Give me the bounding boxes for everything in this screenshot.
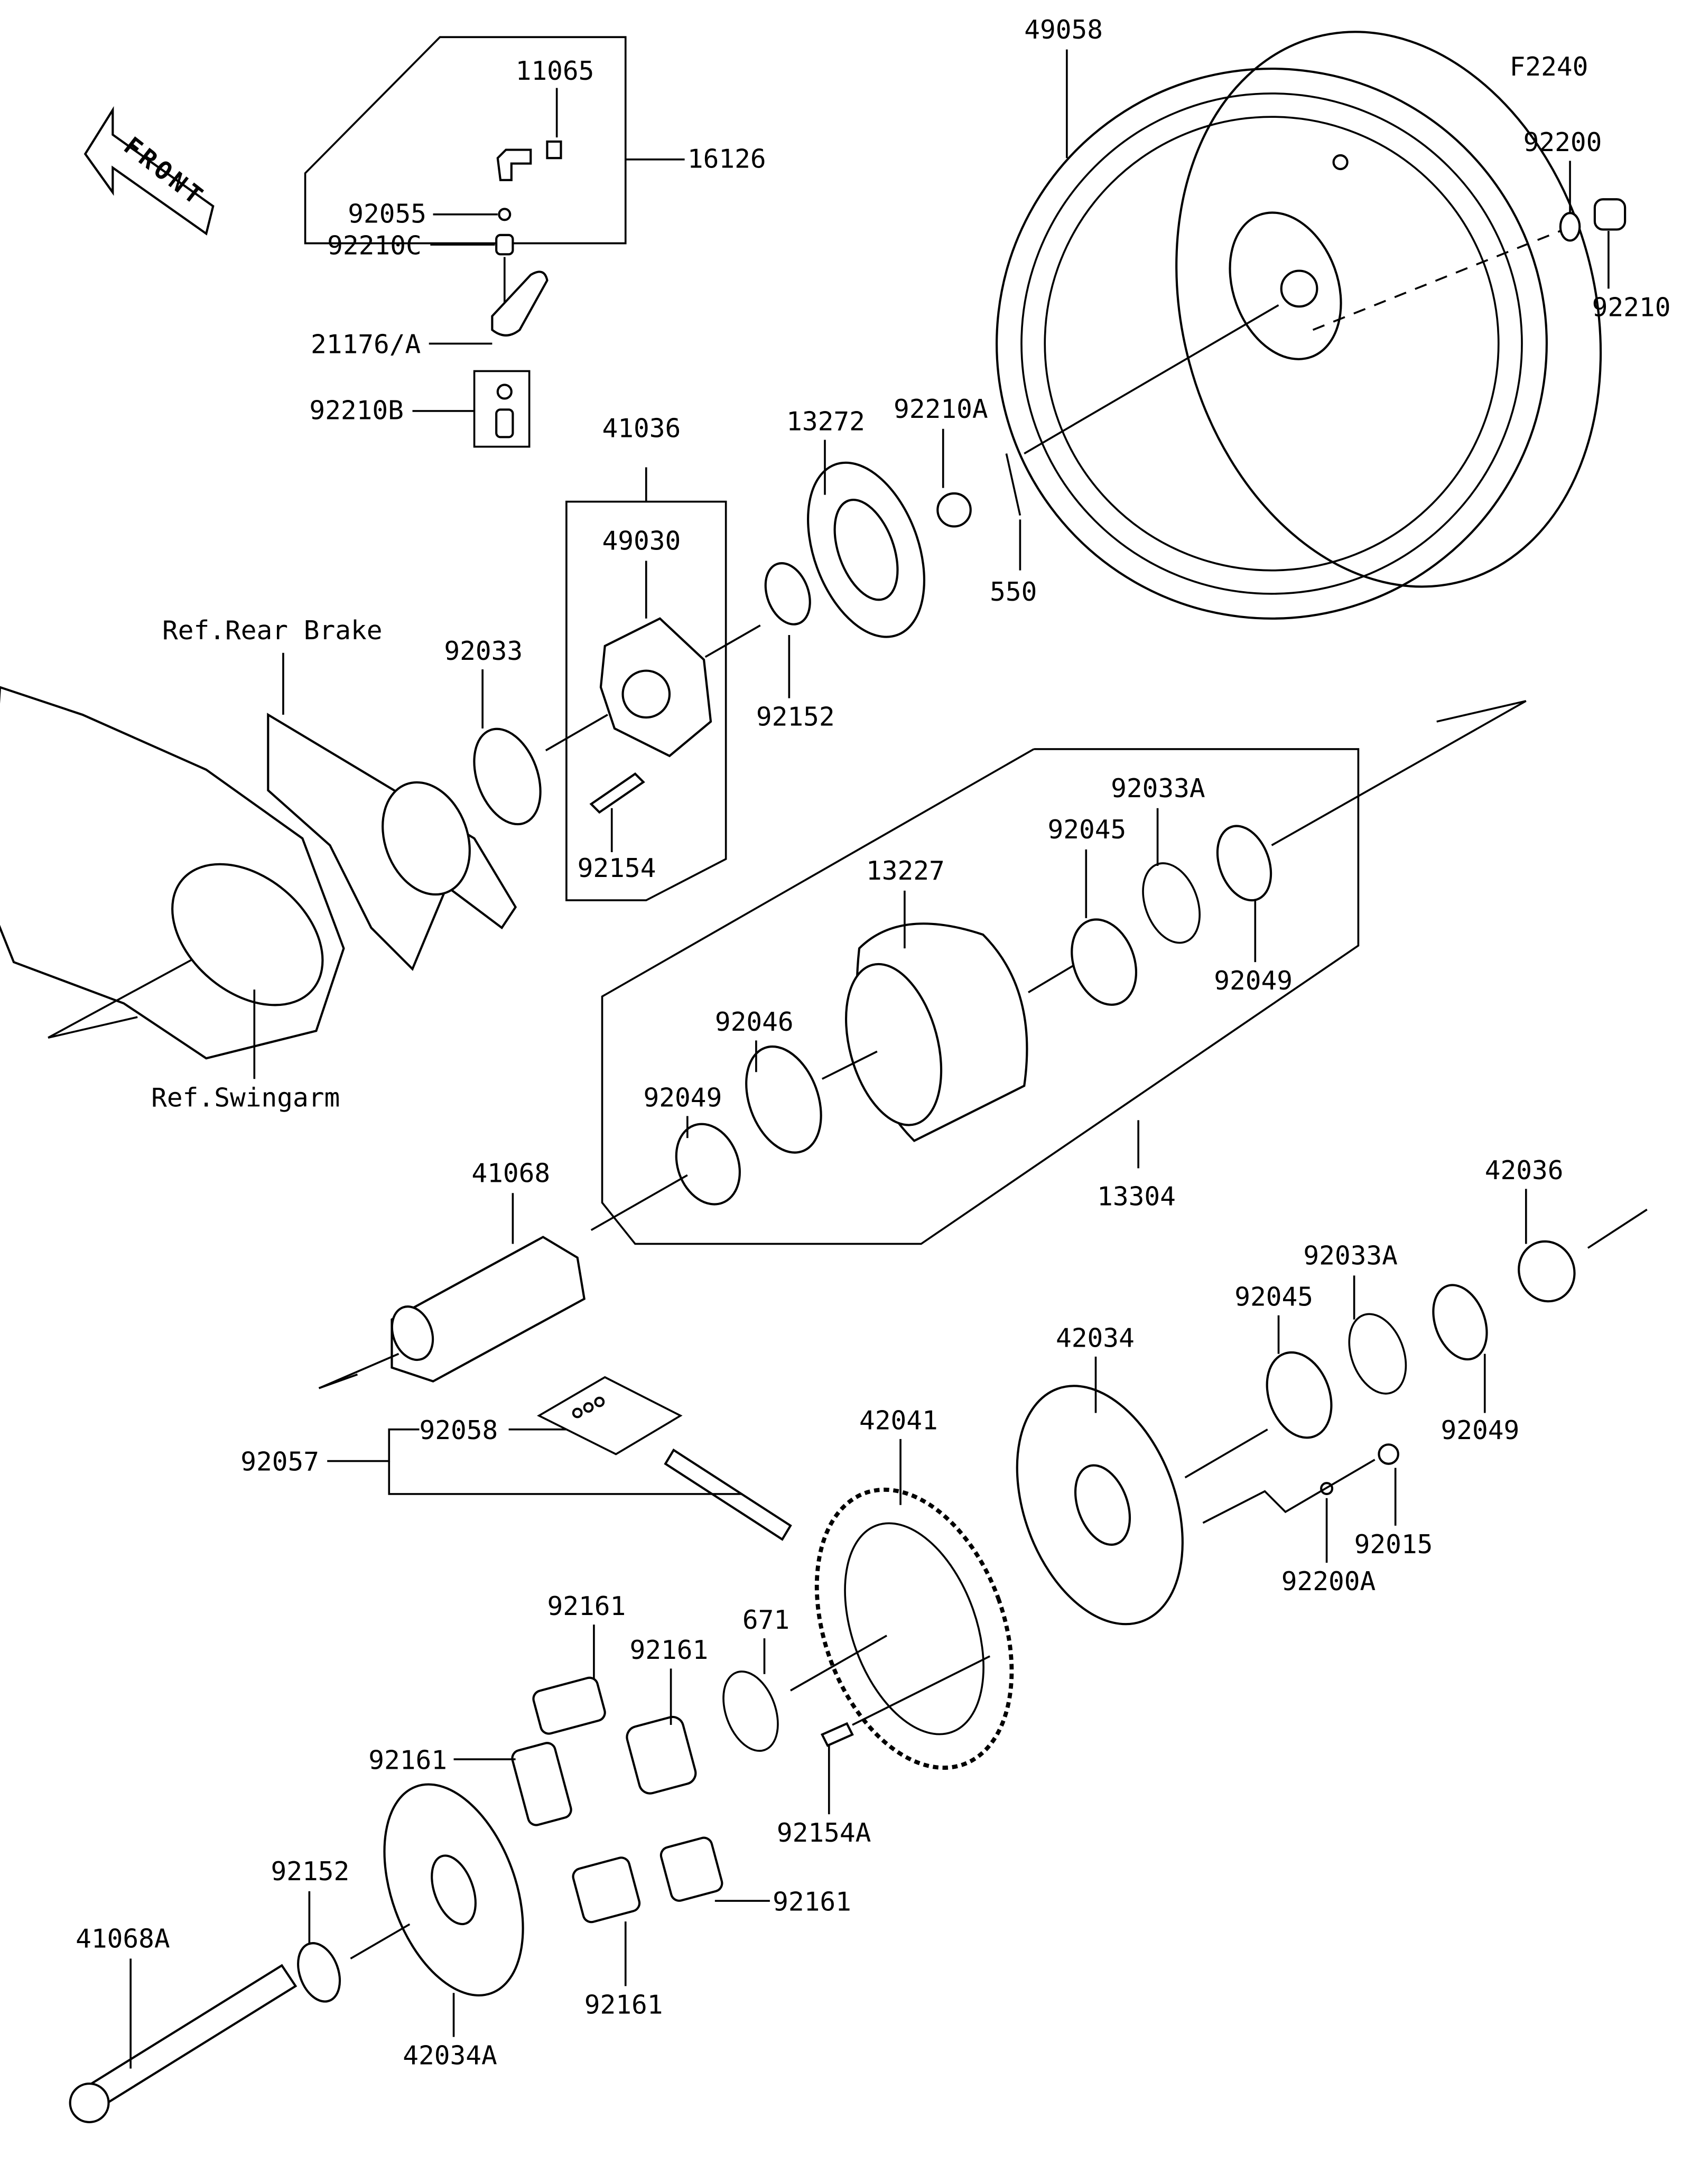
- label-13304: 13304: [1097, 1181, 1176, 1212]
- part-92033A-upper[interactable]: 92033A: [1111, 773, 1210, 951]
- part-13272[interactable]: 13272: [786, 406, 946, 653]
- svg-text:671: 671: [742, 1604, 789, 1635]
- svg-text:21176/A: 21176/A: [311, 329, 421, 360]
- svg-text:92154A: 92154A: [777, 1817, 871, 1848]
- svg-text:49030: 49030: [602, 526, 681, 556]
- part-41068[interactable]: 41068: [385, 1158, 586, 1383]
- svg-text:42034A: 42034A: [403, 2040, 497, 2071]
- part-92045-upper[interactable]: 92045: [1047, 814, 1147, 1014]
- svg-text:92200A: 92200A: [1281, 1566, 1376, 1597]
- part-92210C[interactable]: 92210C: [327, 230, 514, 260]
- svg-text:11065: 11065: [516, 55, 594, 86]
- part-92200A[interactable]: 92200A: [1281, 1482, 1376, 1597]
- svg-text:92049: 92049: [1214, 965, 1293, 996]
- part-11065[interactable]: 11065: [516, 55, 594, 160]
- part-92154A[interactable]: 92154A: [777, 1722, 871, 1848]
- part-92200[interactable]: 92200: [1523, 127, 1602, 242]
- svg-text:92055: 92055: [348, 198, 426, 229]
- part-49030[interactable]: 49030: [599, 526, 712, 758]
- part-92033[interactable]: 92033: [444, 636, 552, 834]
- part-92045-lower[interactable]: 92045: [1234, 1282, 1343, 1447]
- part-92058[interactable]: 92058: [419, 1396, 605, 1445]
- svg-text:42041: 42041: [859, 1405, 938, 1436]
- part-92161-b[interactable]: 92161: [625, 1635, 709, 1796]
- part-13227[interactable]: 13227: [830, 855, 1028, 1142]
- part-92161-a[interactable]: 92161: [532, 1591, 626, 1735]
- label-16126: 16126: [687, 143, 766, 174]
- part-92033A-lower[interactable]: 92033A: [1303, 1240, 1416, 1402]
- svg-text:92033A: 92033A: [1111, 773, 1205, 804]
- svg-text:92210A: 92210A: [894, 394, 988, 424]
- svg-text:92161: 92161: [368, 1744, 447, 1775]
- svg-text:92046: 92046: [715, 1006, 794, 1037]
- svg-text:42034: 42034: [1056, 1323, 1135, 1354]
- part-550[interactable]: 550: [990, 453, 1037, 607]
- svg-text:42036: 42036: [1485, 1155, 1564, 1186]
- part-41068A-axle[interactable]: 41068A: [69, 1924, 298, 2123]
- group-box-92210B: [473, 370, 531, 448]
- part-21176-a[interactable]: 21176/A: [311, 270, 549, 360]
- svg-text:550: 550: [990, 576, 1037, 607]
- svg-text:92152: 92152: [756, 702, 835, 732]
- svg-text:41068: 41068: [471, 1158, 550, 1188]
- svg-text:92049: 92049: [1441, 1415, 1520, 1445]
- part-42034[interactable]: 42034: [987, 1323, 1213, 1647]
- svg-text:92015: 92015: [1354, 1529, 1433, 1560]
- group-box-13304: [601, 748, 1360, 1245]
- part-92015[interactable]: 92015: [1354, 1443, 1433, 1560]
- part-42034A[interactable]: 42034A: [358, 1766, 549, 2071]
- part-671[interactable]: 671: [713, 1604, 789, 1758]
- part-92210[interactable]: 92210: [1592, 198, 1671, 322]
- svg-text:92210B: 92210B: [309, 395, 404, 426]
- banjo-bolt-icon: [496, 148, 532, 181]
- svg-text:Ref.Swingarm: Ref.Swingarm: [151, 1082, 340, 1113]
- label-41036: 41036: [602, 413, 681, 443]
- svg-text:41068A: 41068A: [76, 1924, 170, 1954]
- part-49058-wheel[interactable]: 49058: [935, 0, 1660, 680]
- svg-text:92058: 92058: [419, 1415, 498, 1445]
- part-92057-chain[interactable]: 92057: [240, 1428, 792, 1541]
- svg-text:92033A: 92033A: [1303, 1240, 1398, 1271]
- part-92154[interactable]: 92154: [578, 772, 656, 883]
- svg-text:92045: 92045: [1234, 1282, 1313, 1312]
- svg-text:92161: 92161: [630, 1635, 709, 1665]
- part-42036[interactable]: 42036: [1485, 1155, 1583, 1309]
- group-box-92058: [537, 1376, 683, 1455]
- part-92161-e[interactable]: 92161: [571, 1856, 663, 2020]
- rear-brake-ref: Ref.Rear Brake: [162, 615, 517, 971]
- group-box-16126: [304, 36, 627, 245]
- part-92152-upper[interactable]: 92152: [756, 557, 835, 732]
- svg-text:92033: 92033: [444, 636, 523, 666]
- part-92049-mid[interactable]: 92049: [644, 1082, 751, 1213]
- svg-text:92045: 92045: [1047, 814, 1126, 845]
- svg-text:13272: 13272: [786, 406, 865, 436]
- group-box-41036: [565, 467, 727, 901]
- svg-text:92161: 92161: [584, 1989, 663, 2020]
- part-42041-sprocket[interactable]: 42041: [781, 1405, 1048, 1795]
- part-92055[interactable]: 92055: [348, 198, 512, 229]
- part-92161-c[interactable]: 92161: [368, 1741, 573, 1827]
- svg-text:92210C: 92210C: [327, 230, 422, 260]
- svg-text:92161: 92161: [547, 1591, 626, 1621]
- svg-text:92161: 92161: [773, 1886, 851, 1917]
- svg-text:92152: 92152: [271, 1856, 350, 1887]
- svg-text:92200: 92200: [1523, 127, 1602, 157]
- diagram-code: F2240: [1510, 51, 1588, 82]
- part-92210A[interactable]: 92210A: [894, 394, 988, 528]
- svg-text:92049: 92049: [644, 1082, 722, 1113]
- front-arrow-icon: FRONT: [83, 106, 215, 236]
- svg-text:92154: 92154: [578, 853, 656, 883]
- svg-text:92057: 92057: [240, 1446, 319, 1477]
- part-92161-d[interactable]: 92161: [659, 1836, 851, 1917]
- part-92049-lower[interactable]: 92049: [1424, 1277, 1519, 1445]
- part-92049-upper[interactable]: 92049: [1208, 818, 1293, 996]
- part-92046[interactable]: 92046: [715, 1006, 835, 1163]
- svg-text:92210: 92210: [1592, 292, 1671, 322]
- part-92210B[interactable]: 92210B: [309, 384, 514, 438]
- svg-text:Ref.Rear Brake: Ref.Rear Brake: [162, 615, 383, 646]
- svg-text:13227: 13227: [866, 855, 945, 886]
- swingarm-ref: Ref.Swingarm: [0, 686, 345, 1113]
- part-92152-lower[interactable]: 92152: [271, 1856, 350, 2008]
- svg-text:49058: 49058: [1024, 14, 1103, 45]
